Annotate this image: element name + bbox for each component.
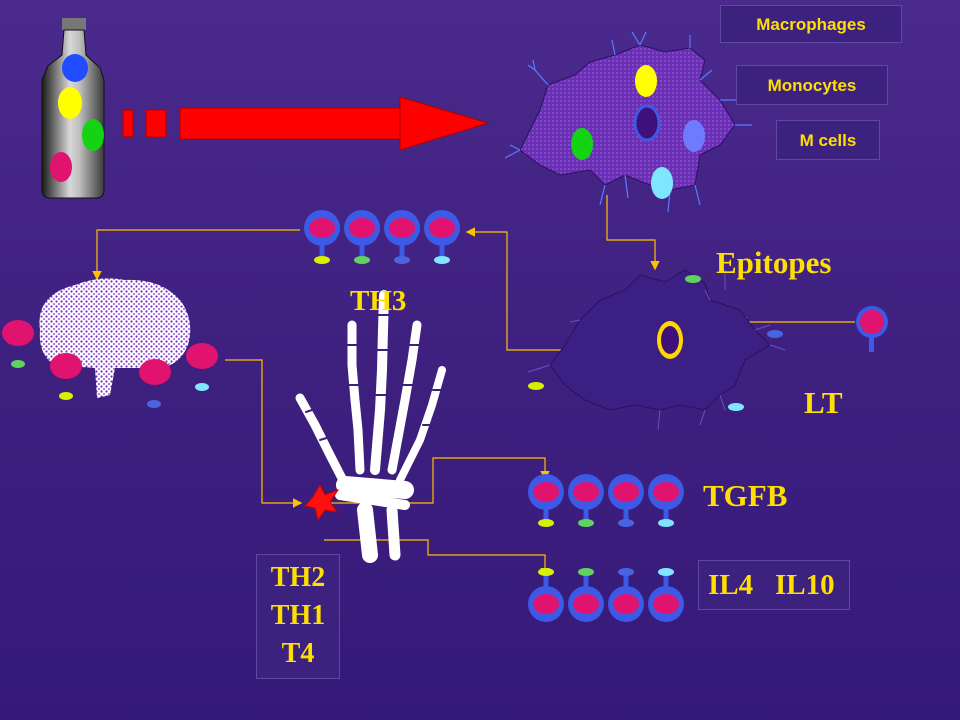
antigen-blue-icon bbox=[62, 54, 88, 82]
bottle-icon bbox=[41, 18, 105, 199]
antigen-dot bbox=[354, 256, 370, 264]
t-cell bbox=[568, 568, 604, 622]
label-il10: IL10 bbox=[775, 569, 835, 601]
antigen-dot bbox=[578, 568, 594, 576]
t-cell-receptor-icon bbox=[856, 306, 888, 352]
t-cell bbox=[344, 210, 380, 264]
antigen-dot bbox=[578, 519, 594, 527]
antigen-magenta-icon bbox=[50, 152, 72, 182]
t-cell bbox=[648, 474, 684, 527]
label-th1: TH1 bbox=[270, 600, 326, 631]
antigen-yellow-icon bbox=[58, 87, 82, 119]
dendritic-cell bbox=[527, 269, 786, 431]
t-cell bbox=[424, 210, 460, 264]
t-cell bbox=[528, 568, 564, 622]
ingestion-arrow bbox=[122, 96, 490, 151]
antigen-dot bbox=[618, 519, 634, 527]
label-cytokines: IL4 IL10 bbox=[698, 560, 850, 610]
antigen-green-icon bbox=[82, 119, 104, 151]
t-cell bbox=[608, 474, 644, 527]
t-cell-row-il bbox=[528, 568, 684, 622]
t-cell-row-tgfb bbox=[528, 474, 684, 527]
label-lt: LT bbox=[804, 385, 843, 420]
hand-skeleton-icon bbox=[295, 290, 447, 563]
t-cell bbox=[608, 568, 644, 622]
antigen-dot bbox=[394, 256, 410, 264]
label-macrophages: Macrophages bbox=[720, 5, 902, 43]
b-cells bbox=[2, 320, 218, 408]
antigen-dot bbox=[618, 568, 634, 576]
antigen-dot bbox=[538, 568, 554, 576]
antigen-dot bbox=[434, 256, 450, 264]
antigen-dot bbox=[314, 256, 330, 264]
label-m-cells: M cells bbox=[776, 120, 880, 160]
label-th2: TH2 bbox=[270, 562, 326, 593]
antigen-dot bbox=[658, 519, 674, 527]
t-cell bbox=[648, 568, 684, 622]
t-cell bbox=[528, 474, 564, 527]
inflammation-star-icon bbox=[304, 483, 340, 522]
t-cell bbox=[304, 210, 340, 264]
t-cell-row-th3 bbox=[304, 210, 460, 264]
label-t4: T4 bbox=[281, 638, 315, 669]
label-il4: IL4 bbox=[708, 569, 754, 601]
gut-organ bbox=[39, 278, 191, 398]
label-tgfb: TGFB bbox=[703, 478, 788, 513]
label-th3: TH3 bbox=[350, 285, 407, 317]
antigen-dot bbox=[658, 568, 674, 576]
label-th-stack: TH2 TH1 T4 bbox=[256, 554, 340, 679]
label-epitopes: Epitopes bbox=[716, 245, 832, 280]
label-monocytes: Monocytes bbox=[736, 65, 888, 105]
antigen-dot bbox=[538, 519, 554, 527]
t-cell bbox=[384, 210, 420, 264]
t-cell bbox=[568, 474, 604, 527]
macrophage-cell bbox=[504, 31, 752, 213]
